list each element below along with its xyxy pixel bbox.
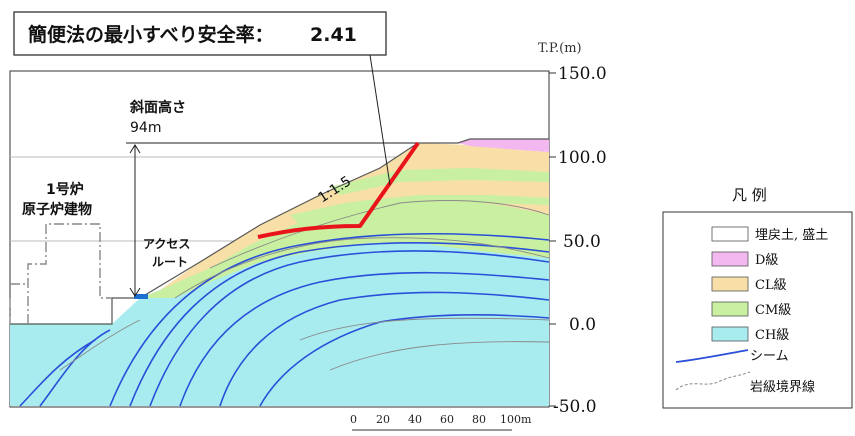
access-route-label-line2: ルート (152, 255, 188, 269)
legend-swatch-d (711, 251, 749, 267)
legend-item-boundary: 岩級境界線 (675, 371, 815, 395)
title-value: 2.41 (310, 24, 357, 46)
legend-swatch-backfill (711, 226, 749, 242)
scale-label-80: 80 (472, 413, 486, 426)
rock-class-boundaries (59, 200, 550, 371)
tick-label-100: 100.0 (558, 148, 607, 168)
legend: 凡 例 埋戻土, 盛土 D級 CL級 CM級 CH級 シーム 岩級境界線 (662, 186, 853, 409)
boundary-3 (299, 317, 550, 341)
scale-label-0: 0 (350, 413, 357, 426)
scale-label-60: 60 (440, 413, 454, 426)
building-outline (9, 223, 112, 324)
d-layer (458, 139, 549, 152)
seam-7 (39, 329, 111, 407)
seam-1 (149, 250, 550, 407)
tick-label-0: 0.0 (569, 315, 596, 335)
scale-label-40: 40 (408, 413, 422, 426)
legend-item-backfill: 埋戻土, 盛土 (711, 226, 828, 243)
seam-8 (19, 339, 96, 407)
building-label-line1: 1号炉 (46, 181, 84, 198)
scale-label-20: 20 (376, 413, 390, 426)
title-frame (13, 11, 387, 56)
legend-label-cm: CM級 (755, 303, 791, 318)
cross-section (9, 54, 550, 408)
seam-2 (129, 242, 550, 407)
legend-item-cl: CL級 (711, 276, 787, 293)
critical-slip-line (257, 141, 420, 239)
seam-5 (219, 291, 550, 407)
legend-item-seam: シーム (675, 349, 789, 364)
boundary-5 (59, 319, 141, 371)
axis-ticks (549, 72, 556, 407)
legend-label-ch: CH級 (755, 328, 789, 343)
legend-item-cm: CM級 (711, 301, 791, 318)
ch-layer (10, 230, 549, 406)
legend-title: 凡 例 (732, 186, 767, 204)
legend-frame (662, 211, 853, 409)
legend-swatch-cl (711, 276, 749, 292)
legend-label-cl: CL級 (755, 278, 787, 293)
scale-label-100m: 100m (500, 413, 532, 426)
slope-height-dimension (126, 142, 418, 297)
elevation-axis: T.P.(m) 150.0 100.0 50.0 0.0 -50.0 (538, 41, 607, 417)
slope-height-label: 斜面高さ (129, 99, 186, 116)
tick-label-minus50: -50.0 (553, 397, 597, 417)
legend-label-boundary: 岩級境界線 (750, 379, 815, 395)
title-leader-line (369, 54, 391, 186)
boundary-2 (209, 200, 550, 269)
legend-item-ch: CH級 (711, 326, 789, 343)
cm-layer (140, 198, 549, 298)
ground-surface (10, 138, 549, 325)
legend-label-d: D級 (755, 253, 778, 268)
legend-label-backfill: 埋戻土, 盛土 (755, 228, 828, 243)
scale-bar: 0 20 40 60 80 100m (350, 413, 532, 431)
boundary-1 (174, 237, 550, 299)
dimension-arrowhead-bottom (129, 287, 141, 297)
legend-swatch-ch (711, 326, 749, 342)
seam-4 (179, 271, 550, 407)
building-label-line2: 原子炉建物 (22, 201, 92, 218)
title-text: 簡便法の最小すべり安全率： (28, 23, 274, 46)
slope-height-value: 94m (130, 120, 161, 136)
axis-unit-label: T.P.(m) (538, 41, 582, 56)
legend-swatch-seam (675, 349, 749, 363)
boundary-4 (329, 341, 550, 371)
tick-label-50: 50.0 (563, 232, 601, 252)
dimension-arrowhead-top (129, 144, 141, 154)
legend-label-seam: シーム (750, 349, 789, 364)
access-route-marker (134, 294, 148, 299)
reactor-building (9, 223, 112, 324)
tick-label-150: 150.0 (558, 64, 607, 84)
access-route-label-line1: アクセス (143, 237, 190, 251)
legend-swatch-cm (711, 301, 749, 317)
title-box: 簡便法の最小すべり安全率： 2.41 (13, 11, 387, 56)
seam-3 (109, 233, 550, 407)
cm-band-upper (330, 168, 549, 195)
legend-item-d: D級 (711, 251, 778, 268)
